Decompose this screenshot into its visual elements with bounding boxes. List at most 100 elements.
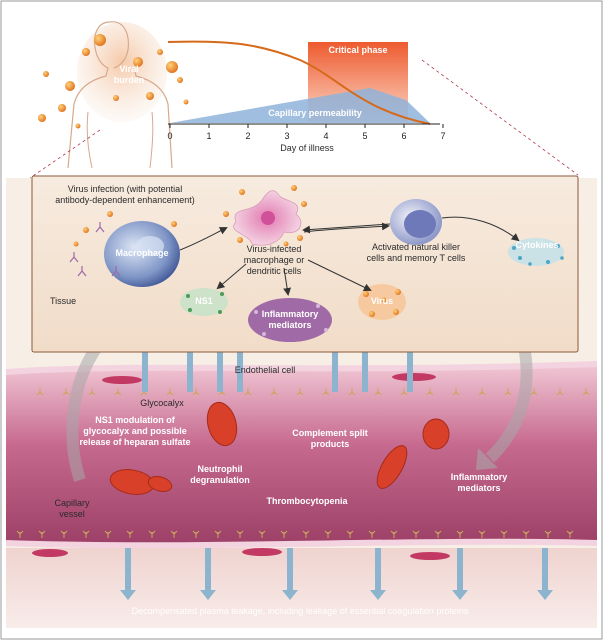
- leakage-label: Decompensated plasma leakage, including …: [131, 606, 469, 616]
- virus-cloud: [358, 284, 406, 320]
- glycocalyx-tufts: [16, 388, 590, 538]
- infected-dendritic-cell: [223, 185, 307, 247]
- red-blood-cells: [109, 401, 450, 495]
- critical-phase-label: Critical phase: [328, 45, 388, 55]
- down-arrow: [370, 548, 386, 600]
- glycocalyx-tuft: [296, 388, 304, 396]
- glycocalyx-tuft: [500, 530, 508, 538]
- glycocalyx-tuft: [530, 388, 538, 396]
- endothelial-top-layer: [5, 361, 598, 375]
- glycocalyx-tuft: [368, 530, 376, 538]
- glycocalyx-label: Glycocalyx: [140, 398, 184, 408]
- zoom-line-left: [29, 129, 101, 179]
- x-tick-label: 0: [167, 131, 172, 141]
- thrombocytopenia-label: Thrombocytopenia: [266, 496, 348, 506]
- glycocalyx-tuft: [236, 530, 244, 538]
- glycocalyx-tuft: [88, 388, 96, 396]
- human-silhouette: [67, 21, 173, 169]
- macrophage-label: Macrophage: [115, 248, 169, 258]
- tissue-label: Tissue: [50, 296, 77, 306]
- glycocalyx-tuft: [126, 530, 134, 538]
- glycocalyx-tuft: [390, 530, 398, 538]
- down-arrow: [200, 548, 216, 600]
- glycocalyx-tuft: [478, 530, 486, 538]
- x-tick-label: 3: [284, 131, 289, 141]
- x-tick-label: 5: [362, 131, 367, 141]
- virus-infection-label: Virus infection (with potential antibody…: [55, 184, 195, 205]
- activated-cells-label: Activated natural killer cells and memor…: [366, 242, 466, 263]
- glycocalyx-tuft: [544, 530, 552, 538]
- glycocalyx-tuft: [192, 530, 200, 538]
- down-arrow: [282, 548, 298, 600]
- x-tick-label: 4: [323, 131, 328, 141]
- downward-leakage-arrows: [120, 548, 553, 600]
- glycocalyx-tuft: [374, 388, 382, 396]
- infected-cells-label: Virus-infected macrophage or dendritic c…: [243, 244, 305, 276]
- pathway-arrows: [179, 216, 520, 296]
- glycocalyx-tuft: [62, 388, 70, 396]
- ns1-cloud: [180, 288, 228, 316]
- glycocalyx-tuft: [556, 388, 564, 396]
- endothelial-bottom-layer: [5, 538, 598, 549]
- glycocalyx-tuft: [452, 388, 460, 396]
- cytokines-label: Cytokines: [515, 240, 559, 250]
- glycocalyx-tuft: [258, 530, 266, 538]
- glycocalyx-tuft: [166, 388, 174, 396]
- ns1-modulation-label: NS1 modulation of glycocalyx and possibl…: [79, 415, 191, 447]
- cytokines-cloud: [508, 238, 564, 266]
- x-tick-label: 7: [440, 131, 445, 141]
- glycocalyx-tuft: [504, 388, 512, 396]
- down-arrow: [452, 548, 468, 600]
- glycocalyx-tuft: [522, 530, 530, 538]
- glycocalyx-tuft: [16, 530, 24, 538]
- leakage-area: [6, 548, 597, 628]
- glycocalyx-tuft: [148, 530, 156, 538]
- glycocalyx-tuft: [280, 530, 288, 538]
- neutrophil-label: Neutrophil degranulation: [190, 464, 250, 485]
- inflammatory-mediators-tissue-label: Inflammatory mediators: [261, 309, 319, 330]
- glycocalyx-tuft: [566, 530, 574, 538]
- virus-particles-body: [38, 34, 189, 129]
- glycocalyx-tuft: [456, 530, 464, 538]
- viral-burden-curve: [167, 40, 431, 125]
- glycocalyx-tuft: [244, 388, 252, 396]
- x-tick-label: 6: [401, 131, 406, 141]
- glycocalyx-tuft: [412, 530, 420, 538]
- endothelial-nuclei: [32, 373, 450, 560]
- glycocalyx-tuft: [36, 388, 44, 396]
- glycocalyx-tuft: [104, 530, 112, 538]
- glycocalyx-tuft: [38, 530, 46, 538]
- glycocalyx-tuft: [270, 388, 278, 396]
- glycocalyx-tuft: [478, 388, 486, 396]
- inflammatory-mediators-cloud: [248, 298, 332, 342]
- x-tick-label: 1: [206, 131, 211, 141]
- zoom-line-right: [421, 59, 579, 176]
- ns1-label: NS1: [195, 296, 213, 306]
- x-tick-label: 2: [245, 131, 250, 141]
- glycocalyx-tuft: [302, 530, 310, 538]
- complement-label: Complement split products: [292, 428, 368, 449]
- macrophage-cell: [104, 221, 180, 287]
- glycocalyx-tuft: [426, 388, 434, 396]
- virus-label: Virus: [370, 296, 394, 306]
- glycocalyx-tuft: [322, 388, 330, 396]
- glycocalyx-tuft: [60, 530, 68, 538]
- glycocalyx-tuft: [434, 530, 442, 538]
- glycocalyx-tuft: [346, 530, 354, 538]
- down-arrow: [120, 548, 136, 600]
- glycocalyx-tuft: [400, 388, 408, 396]
- glycocalyx-tuft: [82, 530, 90, 538]
- capillary-permeability-label: Capillary permeability: [268, 108, 362, 118]
- glycocalyx-tuft: [324, 530, 332, 538]
- axis-label: Day of illness: [280, 143, 334, 153]
- glycocalyx-tuft: [582, 388, 590, 396]
- glycocalyx-tuft: [348, 388, 356, 396]
- endothelial-cell-label: Endothelial cell: [234, 365, 296, 375]
- virus-antibody-complexes: [69, 211, 177, 277]
- viral-burden-label: Viral burden: [113, 64, 145, 85]
- capillary-vessel-wall: [6, 362, 597, 548]
- glycocalyx-tuft: [114, 388, 122, 396]
- glycocalyx-tuft: [192, 388, 200, 396]
- x-axis-ticks: 0 1 2 3 4 5 6 7: [167, 124, 446, 141]
